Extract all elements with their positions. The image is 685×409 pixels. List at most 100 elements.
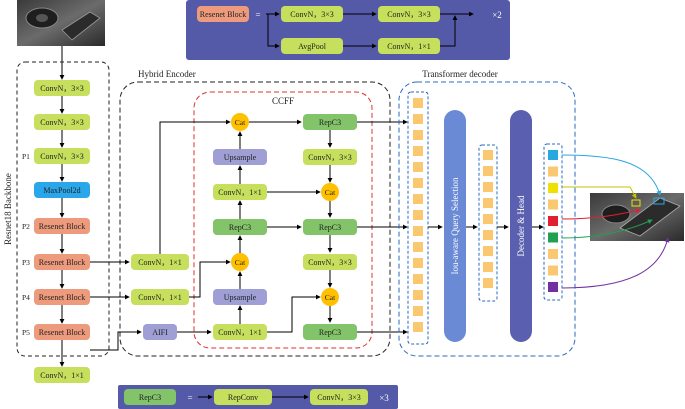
encoder-token: [413, 162, 423, 172]
output-token: [548, 282, 558, 292]
encoder-token: [413, 146, 423, 156]
stage-p4: P4: [22, 293, 30, 302]
hybrid-encoder-title: Hybrid Encoder: [138, 69, 196, 79]
output-token: [548, 183, 558, 193]
selected-token: [483, 230, 493, 240]
cat-node-3-label: Cat: [325, 188, 336, 197]
output-image: [590, 193, 684, 241]
cat-node-1: [231, 113, 249, 131]
backbone-maxpool-label: MaxPool2d: [43, 186, 80, 195]
legend-bottom-equals: =: [187, 393, 192, 403]
query-selection-block: [444, 110, 466, 342]
backbone-panel: Resnet18 Backbone ConvN，3×3 ConvN，3×3 Co…: [3, 61, 110, 357]
backbone-maxpool: [34, 182, 90, 198]
input-image: [17, 0, 105, 46]
legend-conv-a-label: ConvN，3×3: [290, 10, 334, 19]
backbone-bottom-conv: [34, 367, 90, 383]
stage-p3: P3: [22, 258, 30, 267]
backbone-block-3-label: Resenet Block: [39, 293, 85, 302]
selected-token: [483, 262, 493, 272]
transformer-decoder-panel: Transformer decoder: [398, 69, 576, 357]
encoder-token: [413, 210, 423, 220]
encoder-token: [413, 290, 423, 300]
output-token: [548, 199, 558, 210]
stage-p1: P1: [22, 152, 30, 161]
right-conv-b: [303, 254, 357, 270]
legend-repconv: [214, 389, 272, 405]
inner-conv-a: [213, 184, 267, 200]
upsample-1-label: Upsample: [224, 153, 257, 162]
encoder-token: [413, 306, 423, 316]
legend-repc3: [124, 389, 176, 405]
backbone-block-2-label: Resenet Block: [39, 258, 85, 267]
inner-conv-b: [213, 324, 267, 340]
upsample-1: [213, 149, 267, 165]
backbone-conv-3-label: ConvN，3×3: [40, 152, 84, 161]
right-repc3-mid-label: RepC3: [319, 223, 341, 232]
selected-token: [483, 214, 493, 224]
selected-token: [483, 150, 493, 160]
stage-p2: P2: [22, 222, 30, 231]
selected-token: [483, 182, 493, 192]
legend-avgpool-label: AvgPool: [298, 42, 327, 51]
inner-repc3: [213, 219, 267, 235]
selected-token: [483, 278, 493, 288]
output-token: [548, 265, 558, 276]
legend-repconv-label: RepConv: [228, 393, 258, 402]
right-conv-b-label: ConvN，3×3: [308, 258, 352, 267]
backbone-conv-2-label: ConvN，3×3: [40, 118, 84, 127]
legend-conv-c-label: ConvN，1×1: [387, 42, 431, 51]
right-repc3-bot-label: RepC3: [319, 328, 341, 337]
repc3-legend: RepC3 = RepConv ConvN，3×3 ×3: [118, 385, 398, 409]
cat-node-2-label: Cat: [235, 258, 246, 267]
legend-resnet-block: [197, 6, 249, 22]
backbone-block-2: [34, 254, 90, 270]
cat-node-4: [321, 288, 339, 306]
output-token: [548, 150, 558, 160]
lateral-conv-p4-label: ConvN，1×1: [138, 293, 182, 302]
backbone-bottom-conv-label: ConvN，1×1: [40, 371, 84, 380]
selected-token: [483, 198, 493, 208]
encoder-token: [413, 194, 423, 204]
legend-repeat: ×2: [492, 10, 502, 20]
backbone-conv-3: [34, 148, 90, 164]
backbone-conv-1: [34, 80, 90, 96]
encoder-token-column: [407, 91, 429, 345]
lateral-conv-p3: [131, 254, 189, 270]
right-repc3-bot: [303, 324, 357, 340]
backbone-conv-1-label: ConvN，3×3: [40, 84, 84, 93]
decoder-head-label: Decoder & Head: [516, 195, 526, 256]
cat-node-2: [231, 253, 249, 271]
lateral-conv-p3-label: ConvN，1×1: [138, 258, 182, 267]
legend-bottom-conv-label: ConvN，3×3: [317, 393, 361, 402]
lateral-conv-p4: [131, 289, 189, 305]
legend-equals: =: [255, 10, 260, 20]
output-token: [548, 249, 558, 259]
upsample-2-label: Upsample: [224, 293, 257, 302]
cat-node-3: [321, 183, 339, 201]
ccff-title: CCFF: [272, 96, 294, 106]
encoder-token: [413, 178, 423, 188]
output-token: [548, 232, 558, 243]
output-token-column: [543, 143, 563, 301]
selected-token-column: [478, 144, 498, 302]
resnet-block-legend: Resenet Block = ConvN，3×3 ConvN，3×3 AvgP…: [186, 0, 510, 60]
legend-resnet-block-label: Resenet Block: [200, 10, 246, 19]
selected-token: [483, 166, 493, 176]
encoder-token: [413, 258, 423, 268]
legend-bottom-conv: [310, 389, 368, 405]
legend-conv-a: [281, 6, 343, 22]
encoder-token: [413, 226, 423, 236]
inner-repc3-label: RepC3: [229, 223, 251, 232]
aifi-label: AIFI: [152, 328, 168, 337]
legend-bottom-repeat: ×3: [379, 393, 389, 403]
aifi-block: [143, 324, 177, 340]
cat-node-1-label: Cat: [235, 118, 246, 127]
decoder-head-block: [510, 110, 532, 342]
encoder-token: [413, 98, 423, 108]
decoder-title: Transformer decoder: [422, 69, 497, 79]
upsample-2: [213, 289, 267, 305]
encoder-token: [413, 274, 423, 284]
right-conv-a-label: ConvN，3×3: [308, 153, 352, 162]
